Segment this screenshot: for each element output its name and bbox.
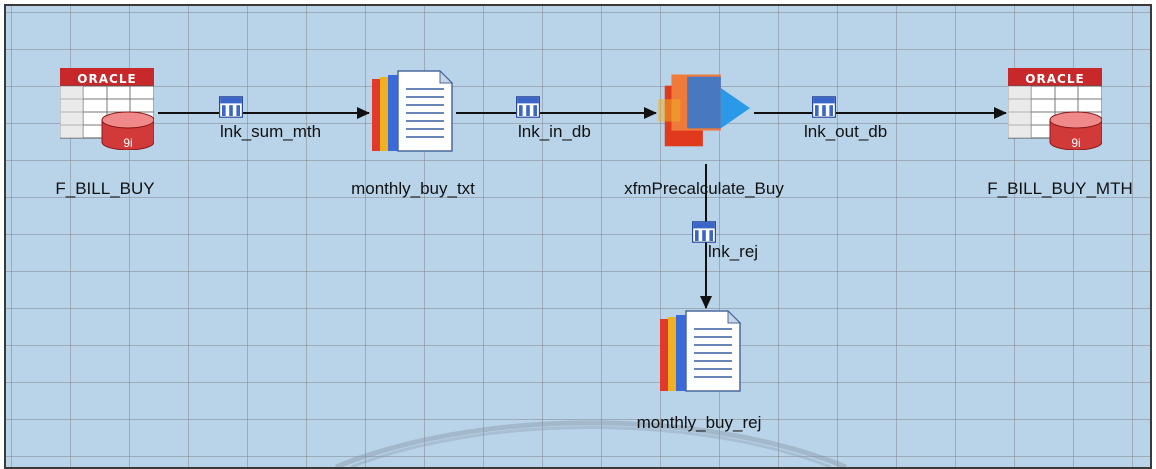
link-grid-icon[interactable]: [516, 96, 540, 118]
transformer-icon[interactable]: [658, 74, 750, 147]
svg-text:ORACLE: ORACLE: [1025, 72, 1084, 86]
svg-text:9i: 9i: [1071, 136, 1080, 150]
job-design-canvas[interactable]: ORACLE 9i ORACLE 9i F_BILL_BUY monthly_b…: [4, 4, 1152, 469]
watermark-arc-inner: [350, 426, 832, 467]
link-label-out-db: lnk_out_db: [804, 122, 888, 141]
link-layer: ORACLE 9i ORACLE 9i: [60, 68, 1102, 467]
svg-text:ORACLE: ORACLE: [77, 72, 136, 86]
stage-label-reject-file: monthly_buy_rej: [636, 413, 762, 432]
sequential-file-icon[interactable]: [660, 310, 742, 393]
svg-text:9i: 9i: [123, 136, 132, 150]
stage-label-seq-file: monthly_buy_txt: [351, 179, 475, 198]
oracle-table-icon[interactable]: ORACLE 9i: [60, 68, 154, 150]
link-grid-icon[interactable]: [692, 221, 716, 243]
link-grid-icon[interactable]: [219, 96, 243, 118]
link-label-sum-mth: lnk_sum_mth: [220, 122, 322, 141]
watermark-arc: [335, 420, 847, 467]
oracle-table-icon[interactable]: ORACLE 9i: [1008, 68, 1102, 150]
link-label-rej: lnk_rej: [708, 242, 759, 261]
stage-label-transformer: xfmPrecalculate_Buy: [624, 179, 784, 198]
link-grid-icon[interactable]: [812, 96, 836, 118]
stage-label-source: F_BILL_BUY: [55, 179, 155, 198]
link-label-in-db: lnk_in_db: [518, 122, 591, 141]
stage-label-target: F_BILL_BUY_MTH: [987, 179, 1133, 198]
sequential-file-icon[interactable]: [372, 70, 454, 153]
